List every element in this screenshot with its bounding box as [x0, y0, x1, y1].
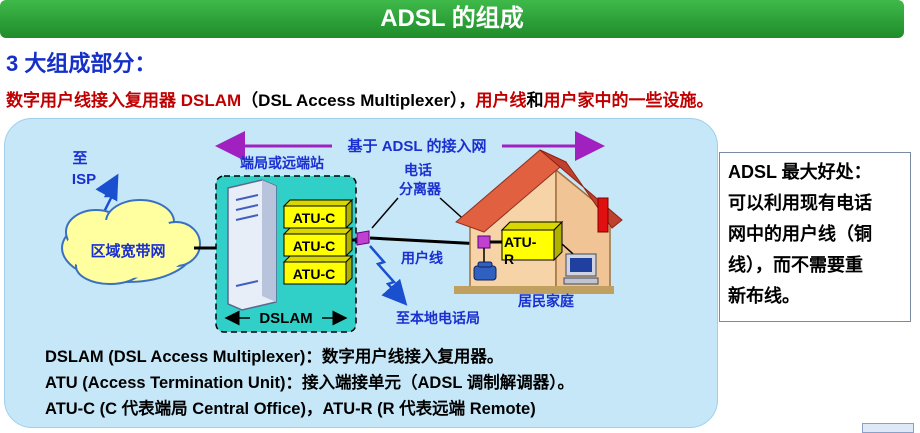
definition-notes: DSLAM (DSL Access Multiplexer)：数字用户线接入复用… [45, 344, 574, 422]
atu-c-label-2: ATU-C [293, 238, 336, 254]
intro-dslam-expansion: （DSL Access Multiplexer）， [241, 91, 476, 110]
splitter-pointer-left [371, 197, 399, 229]
user-line-label: 用户线 [401, 250, 443, 266]
local-phone-label: 至本地电话局 [396, 310, 480, 326]
atu-c-module-1 [282, 198, 354, 230]
corner-thumbnail [862, 423, 914, 433]
atu-r-label-1: ATU- [504, 234, 537, 250]
advantage-line-5: 新布线。 [728, 286, 800, 306]
isp-lightning-icon [95, 173, 119, 213]
access-network-label: 基于 ADSL 的接入网 [347, 137, 487, 155]
cloud-icon [61, 199, 201, 285]
office-label: 端局或远端站 [240, 155, 324, 171]
atu-c-module-3 [282, 254, 354, 286]
slide-title: ADSL 的组成 [0, 0, 904, 38]
intro-dslam: 数字用户线接入复用器 DSLAM [6, 91, 242, 110]
note-atu-c-r: ATU-C (C 代表端局 Central Office)，ATU-R (R 代… [45, 400, 536, 418]
to-isp-label-2: ISP [72, 171, 96, 188]
access-network-label-bg [332, 135, 502, 157]
intro-home-facilities: 用户家中的一些设施。 [543, 91, 714, 110]
atu-r-label-2: R [504, 251, 514, 267]
note-dslam: DSLAM (DSL Access Multiplexer)：数字用户线接入复用… [45, 348, 504, 366]
home-splitter-icon [477, 235, 491, 249]
computer-icon [563, 253, 599, 285]
user-line [369, 236, 483, 246]
advantage-line-1: ADSL 最大好处： [728, 162, 872, 182]
advantage-line-4: 线），而不需要重 [728, 255, 863, 275]
note-atu: ATU (Access Termination Unit)：接入端接单元（ADS… [45, 374, 574, 392]
splitter-label-2: 分离器 [399, 181, 442, 197]
intro-sentence: 数字用户线接入复用器 DSLAM（DSL Access Multiplexer）… [6, 86, 713, 111]
atu-c-module-2 [282, 226, 354, 258]
telephone-icon [473, 261, 497, 281]
atu-c-label-3: ATU-C [293, 266, 336, 282]
home-label: 居民家庭 [518, 293, 575, 309]
advantage-line-2: 可以利用现有电话 [728, 193, 872, 213]
central-splitter-icon [356, 230, 370, 246]
atu-r-module [500, 220, 564, 262]
splitter-label-1: 电话 [404, 162, 432, 178]
cloud-label: 区域宽带网 [90, 242, 165, 260]
dslam-label: DSLAM [259, 310, 312, 327]
local-phone-lightning-icon [369, 245, 408, 306]
intro-user-line: 用户线 [475, 91, 527, 110]
to-isp-label-1: 至 [72, 150, 87, 167]
adsl-advantage-box: ADSL 最大好处： 可以利用现有电话 网中的用户线（铜 线），而不需要重 新布… [719, 152, 911, 322]
intro-and: 和 [526, 91, 544, 110]
dslam-rack-icon [227, 179, 277, 311]
atu-c-label-1: ATU-C [293, 210, 336, 226]
section-heading: 3 大组成部分： [6, 51, 157, 76]
advantage-line-3: 网中的用户线（铜 [728, 224, 872, 244]
